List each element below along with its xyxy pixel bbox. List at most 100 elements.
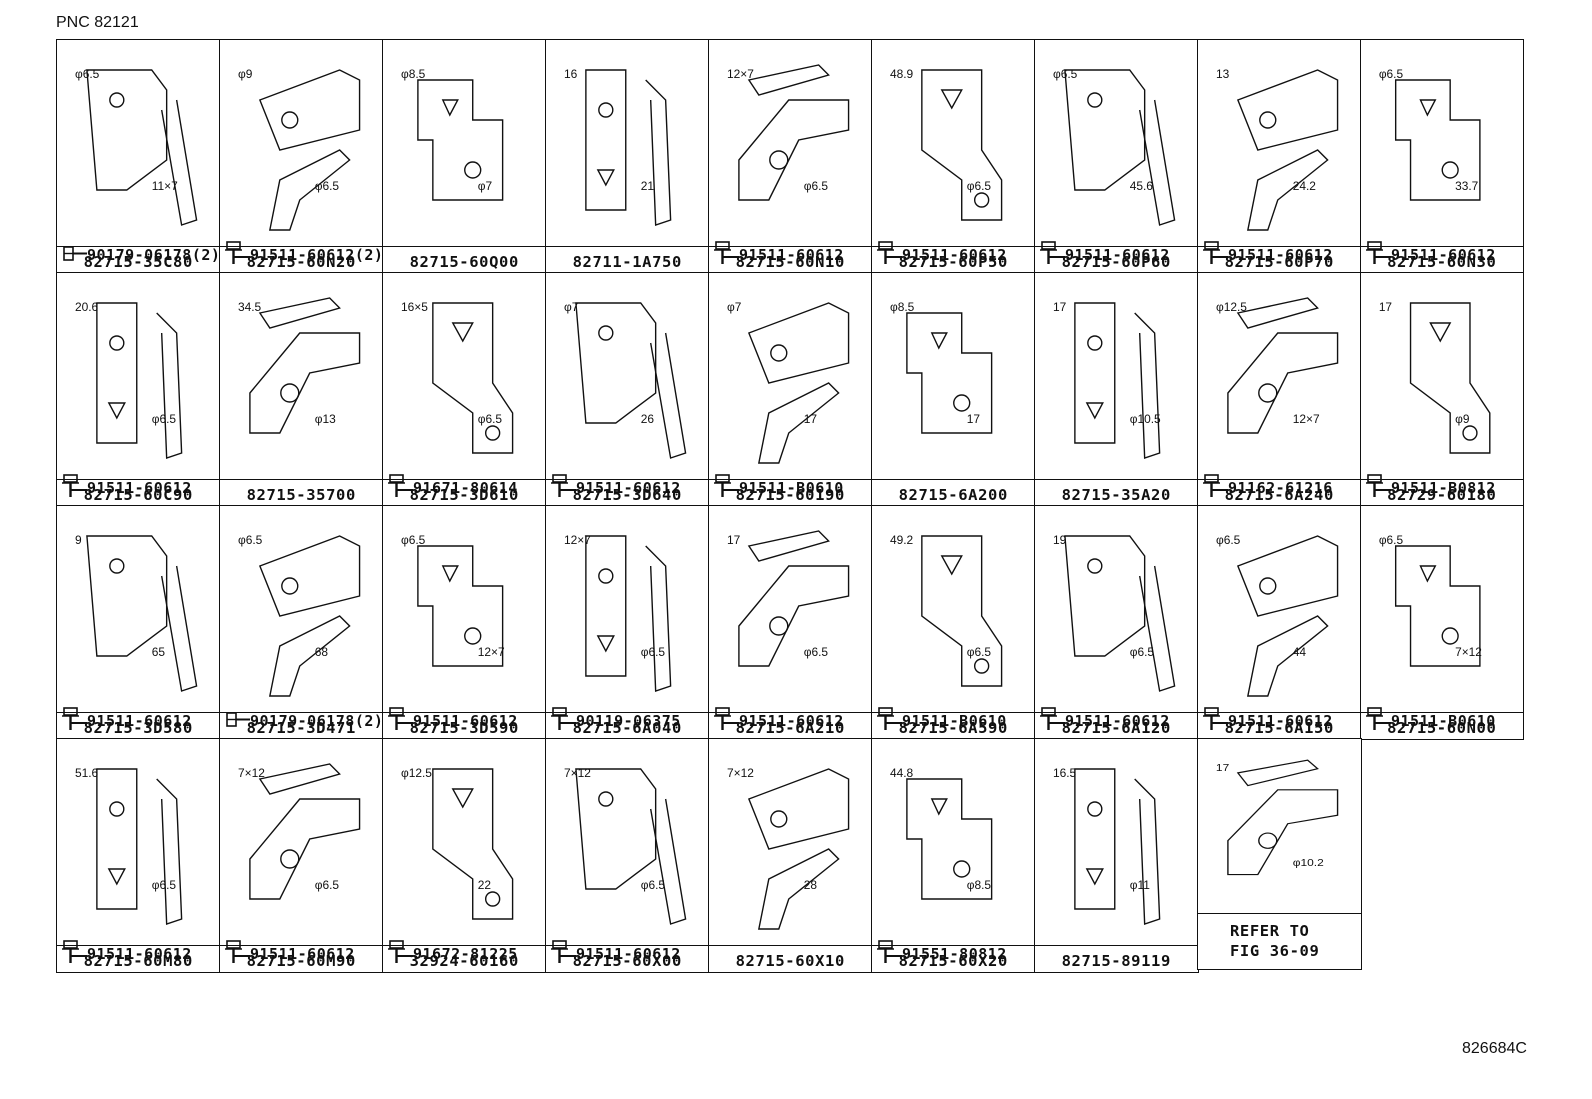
dimension-label: 51.6 bbox=[75, 766, 99, 780]
fastener-number: 91511-60612(2) bbox=[250, 246, 384, 264]
dimension-label: 17 bbox=[967, 412, 981, 426]
dimension-label: φ9 bbox=[1455, 412, 1470, 426]
dimension-label: φ6.5 bbox=[804, 645, 829, 659]
fastener-label: 91511-60612 bbox=[1202, 241, 1333, 269]
fastener-number: 90179-06178(2) bbox=[87, 246, 221, 264]
bolt-icon bbox=[876, 940, 902, 968]
part-number-divider bbox=[1035, 479, 1198, 480]
part-number-divider bbox=[872, 712, 1035, 713]
dimension-label: 12×7 bbox=[1293, 412, 1320, 426]
bolt-icon bbox=[61, 940, 87, 968]
dimension-label: φ7 bbox=[478, 179, 493, 193]
fastener-number: 91511-60612 bbox=[1065, 712, 1170, 730]
fastener-number: 91511-B0610 bbox=[739, 479, 844, 497]
dimension-label: 16×5 bbox=[401, 300, 428, 314]
part-number: 82715-6A150 bbox=[1224, 719, 1334, 737]
dimension-label: 16 bbox=[564, 67, 578, 81]
part-number-divider bbox=[1198, 479, 1361, 480]
part-number-divider bbox=[709, 479, 872, 480]
part-number: 82715-3D640 bbox=[572, 486, 682, 504]
dimension-label: 26 bbox=[641, 412, 655, 426]
dimension-label: 44.8 bbox=[890, 766, 914, 780]
dimension-label: φ6.5 bbox=[967, 645, 992, 659]
dimension-label: φ10.5 bbox=[1130, 412, 1161, 426]
part-number-divider bbox=[546, 712, 709, 713]
part-number-divider bbox=[1035, 712, 1198, 713]
part-number-divider bbox=[872, 945, 1035, 946]
dimension-label: 12×7 bbox=[727, 67, 754, 81]
part-number-divider bbox=[872, 246, 1035, 247]
dimension-label: φ6.5 bbox=[1053, 67, 1078, 81]
fastener-label: 91511-60612 bbox=[550, 940, 681, 967]
part-number: 82715-60C90 bbox=[83, 486, 193, 504]
fastener-label: 91511-60612 bbox=[61, 707, 192, 734]
part-number: 82711-1A750 bbox=[572, 253, 682, 271]
fastener-label: 91511-B0610 bbox=[1365, 707, 1496, 734]
fastener-label: 91511-60612 bbox=[387, 707, 518, 734]
dimension-label: φ6.5 bbox=[152, 878, 177, 892]
part-number: 82715-60N30 bbox=[1387, 253, 1497, 271]
dimension-label: 22 bbox=[478, 878, 492, 892]
bolt-icon bbox=[1202, 241, 1228, 269]
dimension-label: 7×12 bbox=[238, 766, 265, 780]
part-number-divider bbox=[1035, 246, 1198, 247]
bolt-icon bbox=[387, 474, 413, 502]
dimension-label: φ6.5 bbox=[478, 412, 503, 426]
dimension-label: 21 bbox=[641, 179, 655, 193]
fastener-number: 91511-60612 bbox=[1391, 246, 1496, 264]
dimension-label: 45.6 bbox=[1130, 179, 1154, 193]
fastener-number: 91672-81225 bbox=[413, 945, 518, 963]
dimension-label: 17 bbox=[727, 533, 741, 547]
dimension-label: φ9 bbox=[238, 67, 253, 81]
dimension-label: 9 bbox=[75, 533, 82, 547]
refer-line-1: REFER TO bbox=[1230, 922, 1310, 940]
fastener-number: 91511-60612 bbox=[576, 945, 681, 963]
dimension-label: φ6.5 bbox=[75, 67, 100, 81]
part-number-divider bbox=[546, 246, 709, 247]
bolt-icon bbox=[1039, 707, 1065, 735]
fastener-number: 91511-B0812 bbox=[1391, 479, 1496, 497]
dimension-label: φ6.5 bbox=[1216, 533, 1241, 547]
part-number: 82715-89119 bbox=[1061, 952, 1171, 970]
bolt-icon bbox=[224, 241, 250, 269]
fastener-label: 91672-81225 bbox=[387, 940, 518, 967]
part-number: 82715-60P70 bbox=[1224, 253, 1334, 271]
part-number: 82715-60X00 bbox=[572, 952, 682, 970]
part-drawing: 16×5 φ6.5 bbox=[383, 273, 546, 476]
fastener-label: 91551-80812 bbox=[876, 940, 1007, 968]
part-number: 82715-35A20 bbox=[1061, 486, 1171, 504]
dimension-label: φ6.5 bbox=[1379, 67, 1404, 81]
fastener-number: 91511-60612 bbox=[87, 479, 192, 497]
part-number: 32924-60160 bbox=[409, 952, 519, 970]
nut-icon bbox=[224, 707, 250, 735]
part-number-divider bbox=[709, 945, 872, 946]
part-drawing: φ6.5 45.6 bbox=[1035, 40, 1198, 243]
part-number: 82715-60P60 bbox=[1061, 253, 1171, 271]
